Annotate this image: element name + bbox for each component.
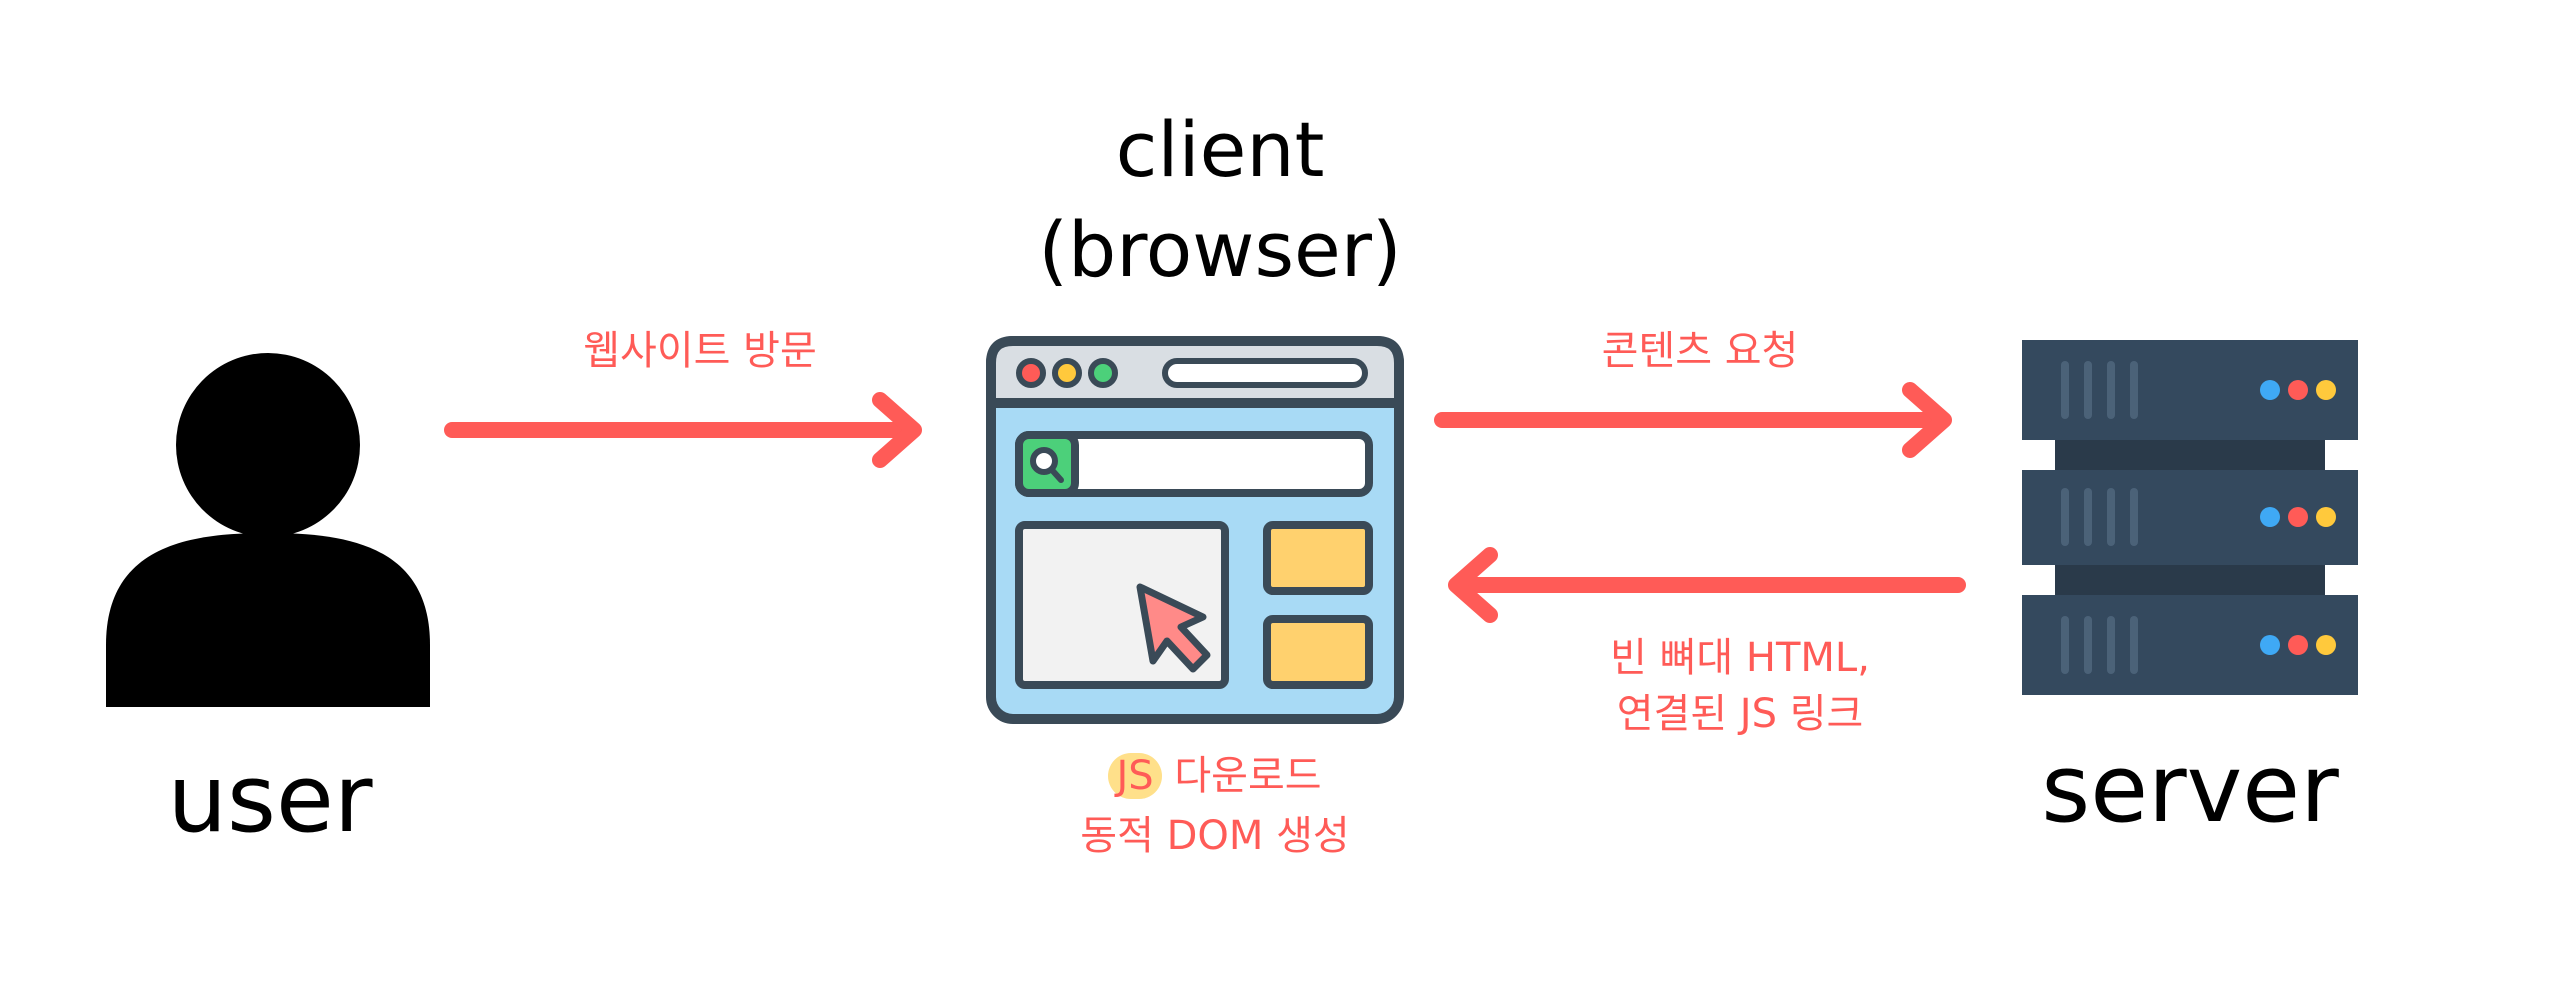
search-icon	[1015, 431, 1079, 497]
response-label-line2: 연결된 JS 링크	[1616, 691, 1864, 737]
request-arrow	[1434, 382, 1952, 458]
download-text: 다운로드	[1174, 753, 1322, 799]
client-note-line2: 동적 DOM 생성	[1080, 813, 1350, 859]
user-label: user	[167, 745, 373, 854]
request-label: 콘텐츠 요청	[1601, 328, 1799, 374]
visit-arrow	[444, 392, 922, 468]
cursor-icon	[1136, 583, 1211, 673]
client-title-line2: (browser)	[1038, 205, 1402, 294]
js-highlight: JS	[1108, 753, 1162, 799]
server-label: server	[2041, 735, 2339, 844]
client-note-line1: JS 다운로드	[935, 748, 1495, 804]
browser-window-icon	[986, 336, 1404, 724]
visit-label: 웹사이트 방문	[583, 328, 817, 374]
client-title-line1: client	[1115, 105, 1325, 194]
server-icon	[2022, 340, 2358, 695]
response-arrow	[1448, 547, 1966, 623]
response-label-line1: 빈 뼈대 HTML,	[1610, 635, 1870, 681]
user-icon	[106, 353, 430, 707]
